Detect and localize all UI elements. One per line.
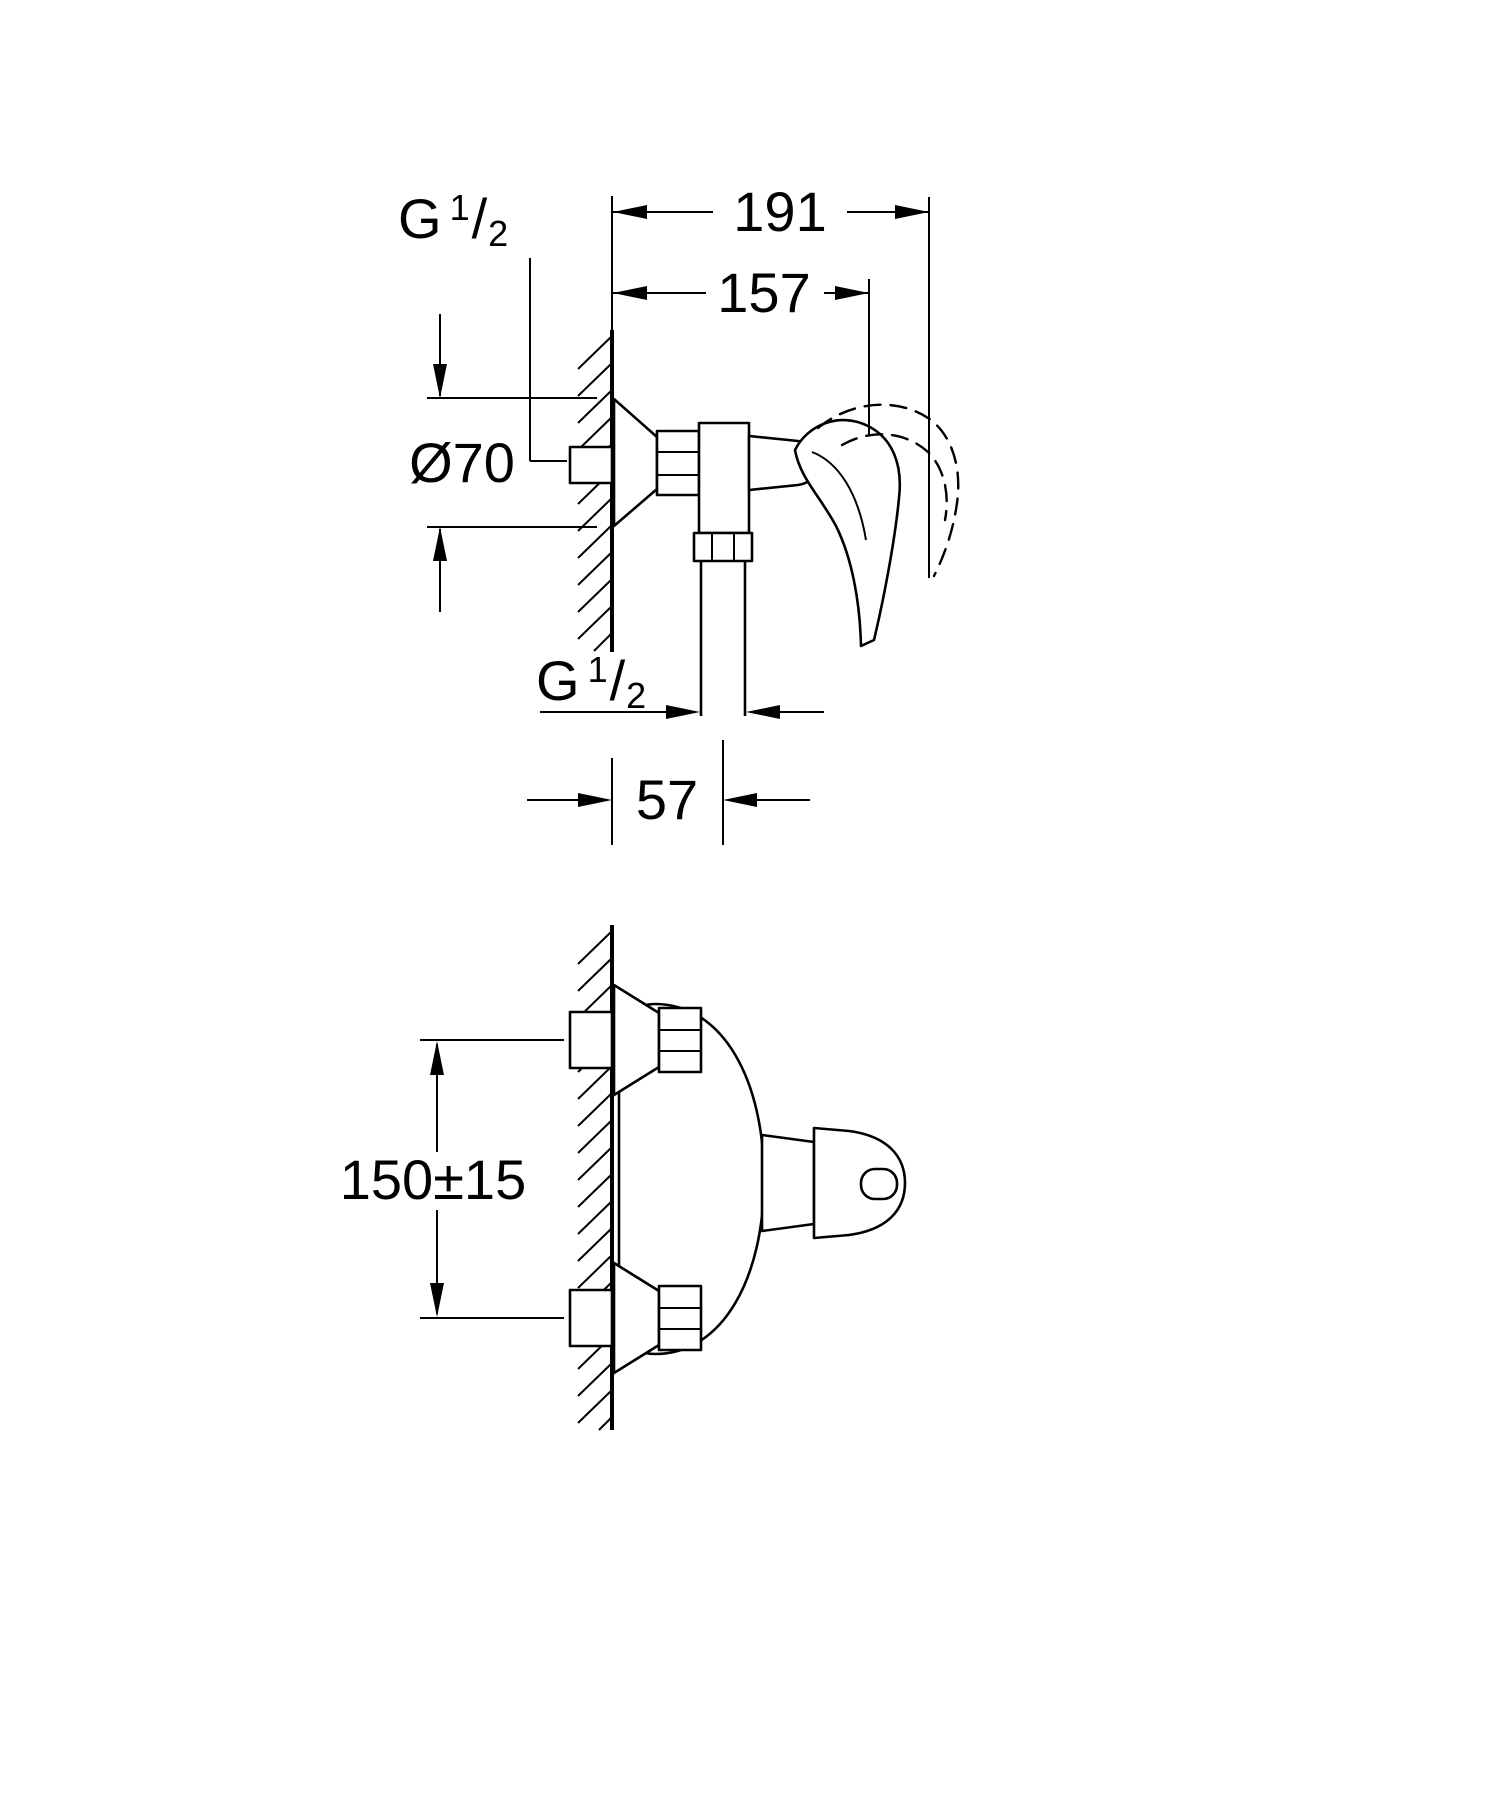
hatch-line [577, 551, 613, 586]
supply-pipe-stub [568, 1010, 614, 1070]
faucet-front [568, 983, 907, 1375]
wall-section-front [577, 925, 614, 1431]
dimension-191: 191 [613, 180, 930, 578]
arrowhead-up [433, 527, 447, 561]
hatch-line [577, 1254, 613, 1289]
handle-grip-outline [812, 1126, 907, 1240]
supply-pipe-stub [568, 1288, 614, 1348]
dashed-handle-inner-curve [840, 433, 948, 522]
hatch-line [577, 389, 613, 424]
hatch-line [577, 605, 613, 640]
dimension-57: 57 [527, 740, 810, 845]
hatch-line [577, 335, 613, 370]
hatch-line [577, 1362, 613, 1397]
wall-section-side [577, 196, 614, 652]
hatch-line [577, 1146, 613, 1181]
arrowhead-right [835, 286, 869, 300]
dimension-150: 150±15 [340, 1039, 564, 1319]
hatch-line [577, 362, 613, 397]
front-view: 150±15 [340, 925, 907, 1431]
wall-hatching-front [577, 930, 613, 1431]
supply-pipe-stub [568, 445, 614, 485]
hose-union-nut [692, 531, 754, 563]
hatch-line [577, 497, 613, 532]
arrowhead-left [723, 793, 757, 807]
hatch-line [577, 416, 613, 451]
arrowhead-left [613, 205, 647, 219]
hatch-line [577, 1227, 613, 1262]
union-nut-side [655, 429, 701, 497]
lever-handle-front [760, 1126, 907, 1240]
handle-neck [760, 1133, 816, 1233]
hatch-line [577, 1200, 613, 1235]
arrowhead-right [578, 793, 612, 807]
dimension-text-150: 150±15 [340, 1148, 526, 1211]
arrowhead-down [433, 364, 447, 398]
dimension-157: 157 [613, 261, 870, 435]
hatch-line [577, 1065, 613, 1100]
arrowhead-right [895, 205, 929, 219]
hatch-line [577, 957, 613, 992]
lever-handle-side [793, 418, 902, 648]
dimension-text-157: 157 [717, 261, 810, 324]
dashed-handle-outer-curve [816, 403, 960, 578]
hatch-line [577, 524, 613, 559]
hose-outlet [692, 531, 754, 716]
valve-body-side [697, 421, 751, 535]
lever-handle-contour-line [811, 451, 867, 541]
arrowhead-up [430, 1041, 444, 1075]
hatch-line [577, 578, 613, 613]
hatch-line [577, 930, 613, 965]
union-nut-body [655, 429, 701, 497]
dimension-text-57: 57 [636, 768, 698, 831]
dimension-text-191: 191 [733, 180, 826, 243]
hatch-line [598, 1416, 613, 1431]
hatch-line [577, 1092, 613, 1127]
dimension-text-diameter: Ø70 [409, 431, 515, 494]
inlet-fitting-top [568, 983, 703, 1097]
union-nut-front [657, 1006, 703, 1074]
hatch-line [577, 1173, 613, 1208]
hatch-line [577, 1389, 613, 1424]
union-nut-front [657, 1284, 703, 1352]
wall-hatching-side [577, 335, 613, 652]
hatch-line [593, 632, 613, 652]
lever-handle-outline [793, 418, 902, 648]
arrowhead-left [746, 705, 780, 719]
inlet-fitting-bottom [568, 1261, 703, 1375]
faucet-side [568, 397, 960, 716]
dimension-diameter-70: Ø70 [409, 314, 597, 612]
lever-handle-alt-position-dashed [816, 403, 960, 578]
arrowhead-right [666, 705, 700, 719]
hatch-line [577, 1119, 613, 1154]
escutcheon-side [612, 397, 659, 528]
handle-grip-slot [859, 1167, 899, 1201]
arrowhead-left [613, 286, 647, 300]
arrowhead-down [430, 1283, 444, 1317]
